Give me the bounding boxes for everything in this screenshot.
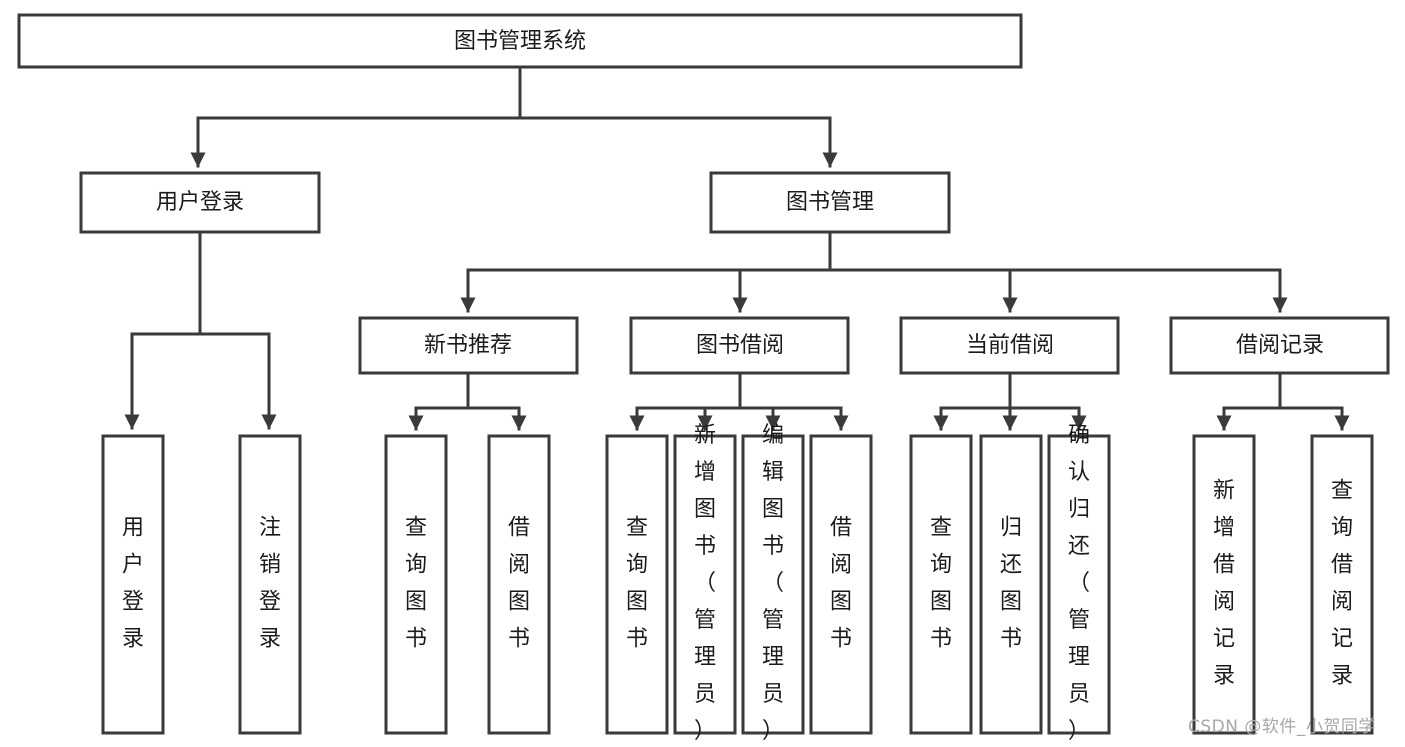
csdn-watermark: CSDN @软件_小贺同学 bbox=[1188, 717, 1376, 737]
leaf-record-query-record[interactable]: 查询借阅记录 bbox=[1310, 434, 1374, 735]
leaf-borrow-query-book-label: 查询图书 bbox=[626, 516, 648, 652]
leaf-newbook-query-book[interactable]: 查询图书 bbox=[384, 434, 448, 735]
connector-current-to-leaves bbox=[933, 371, 1087, 431]
node-root-book-management-system[interactable]: 图书管理系统 bbox=[17, 13, 1023, 69]
leaf-current-confirm-return-admin-label: 确认归还（管理员） bbox=[1068, 423, 1090, 744]
leaf-current-return-book-label: 归还图书 bbox=[1000, 516, 1022, 652]
connector-borrow-to-leaves bbox=[629, 371, 849, 431]
leaf-user-login-logout[interactable]: 注销登录 bbox=[238, 434, 302, 735]
leaf-borrow-add-book-admin-label: 新增图书（管理员） bbox=[694, 423, 716, 744]
connector-root-to-level2 bbox=[190, 65, 838, 168]
node-new-book-recommend-label: 新书推荐 bbox=[424, 333, 512, 358]
node-book-management[interactable]: 图书管理 bbox=[709, 171, 951, 234]
leaf-newbook-borrow-book-label: 借阅图书 bbox=[508, 516, 530, 652]
leaf-record-query-record-label: 查询借阅记录 bbox=[1331, 479, 1353, 689]
leaf-borrow-borrow-book-label: 借阅图书 bbox=[830, 516, 852, 652]
node-borrow-record-label: 借阅记录 bbox=[1236, 333, 1324, 358]
leaf-user-login-login-label: 用户登录 bbox=[122, 516, 144, 652]
connector-newbook-to-leaves bbox=[408, 371, 527, 431]
node-book-borrow[interactable]: 图书借阅 bbox=[629, 316, 850, 375]
node-book-borrow-label: 图书借阅 bbox=[696, 333, 784, 358]
node-root-label: 图书管理系统 bbox=[454, 29, 586, 54]
connector-bookmgmt-to-level3 bbox=[460, 231, 1288, 313]
node-current-borrow-label: 当前借阅 bbox=[966, 333, 1054, 358]
leaf-borrow-edit-book-admin[interactable]: 编辑图书（管理员） bbox=[741, 423, 805, 744]
leaf-record-add-record-label: 新增借阅记录 bbox=[1213, 479, 1235, 689]
leaf-newbook-borrow-book[interactable]: 借阅图书 bbox=[487, 434, 551, 735]
leaf-current-return-book[interactable]: 归还图书 bbox=[979, 434, 1043, 735]
connector-record-to-leaves bbox=[1216, 371, 1350, 431]
node-user-login[interactable]: 用户登录 bbox=[79, 171, 321, 234]
leaf-newbook-query-book-label: 查询图书 bbox=[405, 516, 427, 652]
leaf-current-confirm-return-admin[interactable]: 确认归还（管理员） bbox=[1047, 423, 1111, 744]
node-current-borrow[interactable]: 当前借阅 bbox=[899, 316, 1120, 375]
leaf-borrow-edit-book-admin-label: 编辑图书（管理员） bbox=[762, 423, 784, 744]
leaf-borrow-add-book-admin[interactable]: 新增图书（管理员） bbox=[673, 423, 737, 744]
leaf-user-login-login[interactable]: 用户登录 bbox=[101, 434, 165, 735]
connector-userlogin-to-leaves bbox=[124, 231, 277, 430]
leaf-borrow-query-book[interactable]: 查询图书 bbox=[605, 434, 669, 735]
node-borrow-record[interactable]: 借阅记录 bbox=[1169, 316, 1390, 375]
node-book-management-label: 图书管理 bbox=[786, 190, 874, 215]
leaf-borrow-borrow-book[interactable]: 借阅图书 bbox=[809, 434, 873, 735]
node-new-book-recommend[interactable]: 新书推荐 bbox=[358, 316, 579, 375]
leaf-current-query-book-label: 查询图书 bbox=[930, 516, 952, 652]
leaf-current-query-book[interactable]: 查询图书 bbox=[909, 434, 973, 735]
leaf-user-login-logout-label: 注销登录 bbox=[259, 516, 281, 652]
leaf-record-add-record[interactable]: 新增借阅记录 bbox=[1192, 434, 1256, 735]
node-user-login-label: 用户登录 bbox=[156, 190, 244, 215]
